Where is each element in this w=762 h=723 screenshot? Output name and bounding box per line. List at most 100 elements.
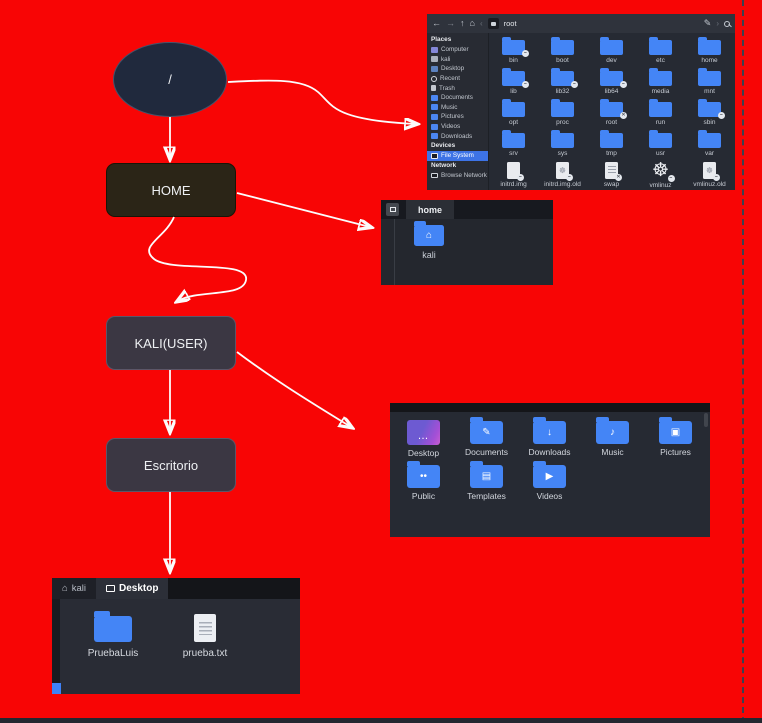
node-escritorio-label: Escritorio [143,457,199,473]
file-item[interactable]: … Desktop [392,417,455,461]
sidebar-item-icon [431,65,438,72]
file-item[interactable]: ☸ vmlinuz [636,160,685,190]
sidebar-item-label: kali [441,55,451,63]
sidebar-item[interactable]: Pictures [431,112,488,122]
file-item[interactable]: ▶ Videos [518,461,581,505]
node-root[interactable]: / [113,42,227,117]
file-item[interactable]: ↓ Downloads [518,417,581,461]
file-item[interactable]: ✎ Documents [455,417,518,461]
file-item[interactable]: ♪ Music [581,417,644,461]
file-item[interactable]: srv [489,129,538,160]
arrow-home-to-home-window [236,192,370,227]
file-item-label: Desktop [407,448,440,458]
file-item[interactable]: bin [489,36,538,67]
file-item[interactable]: lib [489,67,538,98]
sidebar-item[interactable]: Trash [431,83,488,93]
chevron-left-icon[interactable]: ‹ [479,19,483,28]
devices-list: File System [427,150,488,161]
file-item[interactable]: proc [538,98,587,129]
file-icon [605,162,622,181]
root-file-grid: bin boot [489,33,735,190]
sidebar-item[interactable]: Computer [431,45,488,55]
forward-icon[interactable]: → [446,18,455,28]
node-kali-user[interactable]: KALI(USER) [106,316,236,370]
file-item[interactable]: ☸ initrd.img.old [538,160,587,190]
tab-desktop[interactable]: Desktop [96,578,169,599]
home-window-titlebar: home [381,200,553,219]
file-item[interactable]: root [587,98,636,129]
edit-path-icon[interactable]: ✎ [703,18,712,28]
file-item[interactable]: mnt [685,67,734,98]
file-item[interactable]: ▣ Pictures [644,417,707,461]
file-item[interactable]: sys [538,129,587,160]
file-item[interactable]: usr [636,129,685,160]
file-item[interactable]: prueba.txt [172,611,238,694]
file-item-label: Videos [536,491,563,501]
file-icon-glyph: ☸ [558,165,567,175]
sidebar-item-label: Downloads [441,132,473,140]
file-item-label: mnt [704,88,715,95]
file-item[interactable]: run [636,98,685,129]
file-item-label: PruebaLuis [87,648,139,659]
file-item[interactable]: var [685,129,734,160]
sidebar-item[interactable]: Recent [431,74,488,84]
search-icon[interactable] [724,20,730,27]
node-escritorio[interactable]: Escritorio [106,438,236,492]
tab-kali[interactable]: ⌂ kali [52,578,97,599]
sidebar-item-label: Documents [441,94,473,102]
sidebar-item[interactable]: File System [427,150,488,161]
path-bar[interactable]: root [503,19,517,28]
file-item-label: Documents [465,447,508,457]
sidebar-item[interactable]: Desktop [431,64,488,74]
file-item[interactable]: ▤ Templates [455,461,518,505]
home-icon[interactable]: ⌂ [469,18,475,28]
back-icon[interactable]: ← [432,18,441,28]
sidebar-item[interactable]: Browse Network [431,171,488,181]
up-icon[interactable]: ↑ [460,18,465,28]
file-item[interactable]: opt [489,98,538,129]
file-item[interactable]: boot [538,36,587,67]
file-item[interactable]: PruebaLuis [80,611,146,694]
node-home[interactable]: HOME [106,163,236,217]
file-item[interactable]: tmp [587,129,636,160]
file-item[interactable]: lib64 [587,67,636,98]
file-manager-body: Places Computer kali [427,33,735,190]
home-emblem-icon: ⌂ [425,229,433,241]
user-file-grid: … Desktop ✎ Documents ↓ Downloads [390,412,710,505]
sidebar-item[interactable]: Music [431,103,488,113]
scrollbar-thumb[interactable] [704,413,708,427]
file-icon [698,99,725,119]
file-icon [600,130,623,148]
file-item-label: boot [556,57,569,64]
sidebar-item[interactable]: Documents [431,93,488,103]
file-item[interactable]: home [685,36,734,67]
sidebar-item[interactable]: Downloads [431,131,488,141]
file-item[interactable]: ☸ vmlinuz.old [685,160,734,190]
sidebar-item[interactable]: kali [431,55,488,65]
file-item[interactable]: initrd.img [489,160,538,190]
emblem-icon [517,174,524,181]
file-item[interactable]: sbin [685,98,734,129]
file-item[interactable]: dev [587,36,636,67]
folder-icon-glyph: ▣ [670,426,681,438]
file-item[interactable]: •• Public [392,461,455,505]
file-item[interactable]: etc [636,36,685,67]
file-item[interactable]: lib32 [538,67,587,98]
node-root-label: / [168,72,172,87]
chevron-right-icon[interactable]: › [716,19,719,28]
sidebar-item-label: Recent [440,75,460,83]
file-item[interactable]: swap [587,160,636,190]
sidebar-item-icon [431,104,438,111]
sidebar-item-label: Computer [441,46,469,54]
file-item[interactable]: ⌂ kali [405,221,453,260]
user-directories-window: … Desktop ✎ Documents ↓ Downloads [390,403,710,537]
selection-indicator[interactable] [52,683,61,694]
file-item-label: Public [411,491,436,501]
file-item-label: initrd.img.old [544,181,581,188]
file-item-label: var [704,150,715,157]
sidebar-item[interactable]: Videos [431,122,488,132]
file-item-label: home [701,57,718,64]
tab-home[interactable]: home [406,200,455,219]
file-item[interactable]: media [636,67,685,98]
file-item-label: root [605,119,618,126]
